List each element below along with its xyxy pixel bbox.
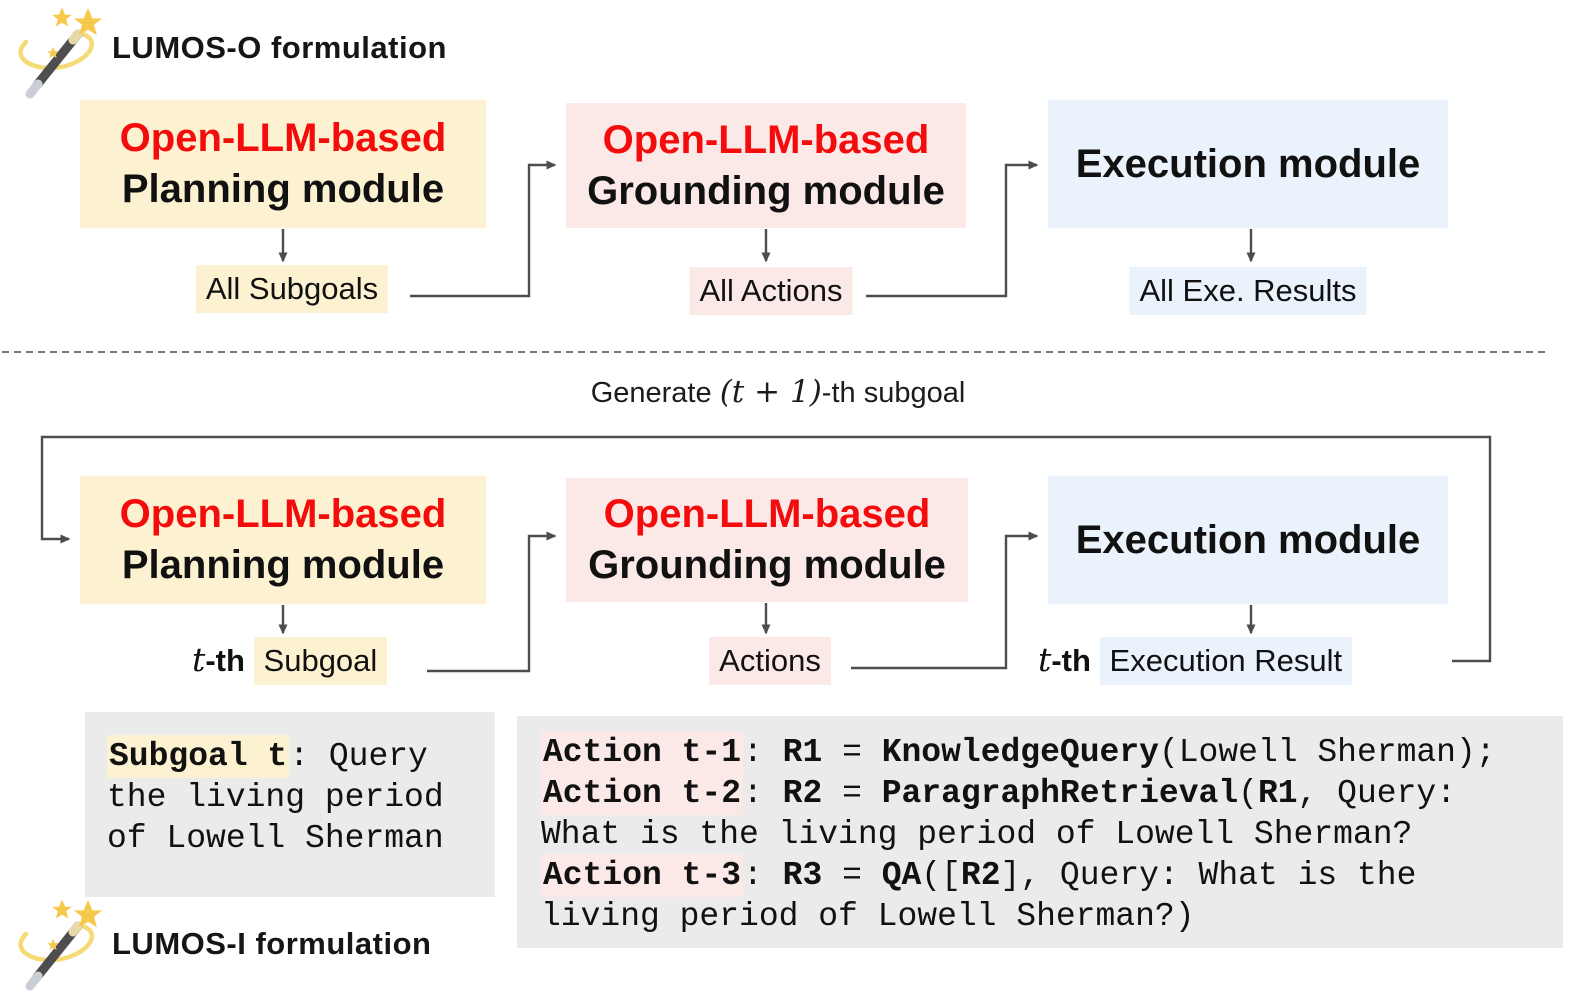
text-segment: : bbox=[743, 857, 783, 894]
lumos-i-grounding-module-box: Open-LLM-based Grounding module bbox=[566, 478, 968, 602]
lumos-o-title: LUMOS-O formulation bbox=[112, 30, 447, 65]
text-segment: What is the living period of Lowell Sher… bbox=[541, 816, 1413, 853]
lumos-o-execution-module-box: Execution module bbox=[1048, 100, 1448, 228]
text-segment: R1 bbox=[1257, 775, 1298, 812]
text-segment: R3 bbox=[782, 857, 823, 894]
text-segment: t bbox=[1038, 640, 1052, 679]
code-line: Action t-1: R1 = KnowledgeQuery(Lowell S… bbox=[541, 731, 1563, 774]
grounding-module-line1: Open-LLM-based bbox=[603, 492, 931, 536]
text-segment: -th subgoal bbox=[821, 377, 966, 409]
execution-module-title: Execution module bbox=[1075, 517, 1421, 562]
grounding-module-line1: Open-LLM-based bbox=[602, 117, 930, 162]
all-exe-results-label: All Exe. Results bbox=[1129, 267, 1367, 315]
generate-next-subgoal-caption: Generate (t + 1)-th subgoal bbox=[591, 374, 966, 410]
execution-module-title: Execution module bbox=[1075, 141, 1421, 186]
text-segment: ( bbox=[1238, 775, 1258, 812]
star-icon bbox=[73, 900, 103, 928]
text-segment: -th bbox=[205, 643, 254, 678]
magic-wand-icon bbox=[18, 7, 103, 99]
code-line: living period of Lowell Sherman?) bbox=[541, 896, 1563, 937]
text-segment: ParagraphRetrieval bbox=[881, 775, 1239, 812]
text-segment: Execution Result bbox=[1099, 637, 1353, 685]
text-segment: ([ bbox=[921, 857, 961, 894]
text-segment: Action t-1 bbox=[541, 731, 744, 774]
actions-label: Actions bbox=[709, 637, 831, 685]
text-segment: KnowledgeQuery bbox=[881, 734, 1159, 771]
text-segment: All Actions bbox=[689, 267, 853, 315]
code-line: What is the living period of Lowell Sher… bbox=[541, 814, 1563, 855]
star-icon bbox=[52, 7, 72, 27]
text-segment: ], Query: What is the bbox=[1000, 857, 1417, 894]
lumos-i-execution-module-box: Execution module bbox=[1048, 476, 1448, 604]
grounding-module-line2: Grounding module bbox=[588, 543, 946, 587]
text-segment: QA bbox=[881, 857, 922, 894]
text-segment: All Subgoals bbox=[195, 265, 389, 313]
text-segment: = bbox=[822, 734, 882, 771]
text-segment: Subgoal bbox=[253, 637, 388, 685]
code-line: Action t-3: R3 = QA([R2], Query: What is… bbox=[541, 854, 1563, 897]
lumos-o-planning-module-box: Open-LLM-based Planning module bbox=[80, 100, 486, 228]
tth-subgoal-label: t-th Subgoal bbox=[192, 637, 388, 685]
text-segment: (Lowell Sherman); bbox=[1158, 734, 1496, 771]
text-segment: R1 bbox=[782, 734, 823, 771]
text-segment: t bbox=[192, 640, 206, 679]
text-segment: : Query bbox=[289, 738, 428, 775]
tth-execution-result-label: t-th Execution Result bbox=[1038, 637, 1353, 685]
text-segment: = bbox=[822, 775, 882, 812]
text-segment: R2 bbox=[960, 857, 1001, 894]
text-segment: , Query: bbox=[1297, 775, 1457, 812]
text-segment: Action t-2 bbox=[541, 772, 744, 815]
planning-module-line2: Planning module bbox=[121, 543, 445, 587]
grounding-module-line2: Grounding module bbox=[587, 168, 945, 213]
star-icon bbox=[47, 938, 59, 951]
text-segment: : bbox=[743, 734, 783, 771]
code-line: Action t-2: R2 = ParagraphRetrieval(R1, … bbox=[541, 772, 1563, 815]
text-segment: All Exe. Results bbox=[1129, 267, 1367, 315]
star-icon bbox=[73, 8, 103, 36]
text-segment: Generate bbox=[590, 377, 720, 409]
star-icon bbox=[47, 46, 59, 59]
text-segment: Actions bbox=[709, 637, 831, 685]
planning-module-line2: Planning module bbox=[121, 167, 445, 211]
code-line: the living period bbox=[107, 777, 495, 818]
lumos-o-grounding-module-box: Open-LLM-based Grounding module bbox=[566, 103, 966, 228]
text-segment: (t + 1) bbox=[719, 374, 822, 410]
magic-wand-icon bbox=[18, 899, 103, 991]
planning-module-line1: Open-LLM-based bbox=[119, 116, 447, 160]
all-subgoals-label: All Subgoals bbox=[195, 265, 389, 313]
star-icon bbox=[52, 899, 72, 919]
text-segment: = bbox=[822, 857, 882, 894]
actions-code-block: Action t-1: R1 = KnowledgeQuery(Lowell S… bbox=[517, 716, 1563, 948]
code-line: Subgoal t: Query bbox=[107, 735, 495, 778]
lumos-i-planning-module-box: Open-LLM-based Planning module bbox=[80, 476, 486, 604]
text-segment: R2 bbox=[782, 775, 823, 812]
text-segment: of Lowell Sherman bbox=[107, 820, 444, 857]
text-segment: Action t-3 bbox=[541, 854, 744, 897]
text-segment: Subgoal t bbox=[107, 735, 290, 778]
text-segment: -th bbox=[1051, 643, 1100, 678]
text-segment: : bbox=[743, 775, 783, 812]
text-segment: living period of Lowell Sherman?) bbox=[541, 898, 1195, 935]
lumos-i-title: LUMOS-I formulation bbox=[112, 926, 432, 961]
code-line: of Lowell Sherman bbox=[107, 818, 495, 859]
text-segment: the living period bbox=[107, 779, 444, 816]
all-actions-label: All Actions bbox=[689, 267, 853, 315]
planning-module-line1: Open-LLM-based bbox=[119, 492, 447, 536]
